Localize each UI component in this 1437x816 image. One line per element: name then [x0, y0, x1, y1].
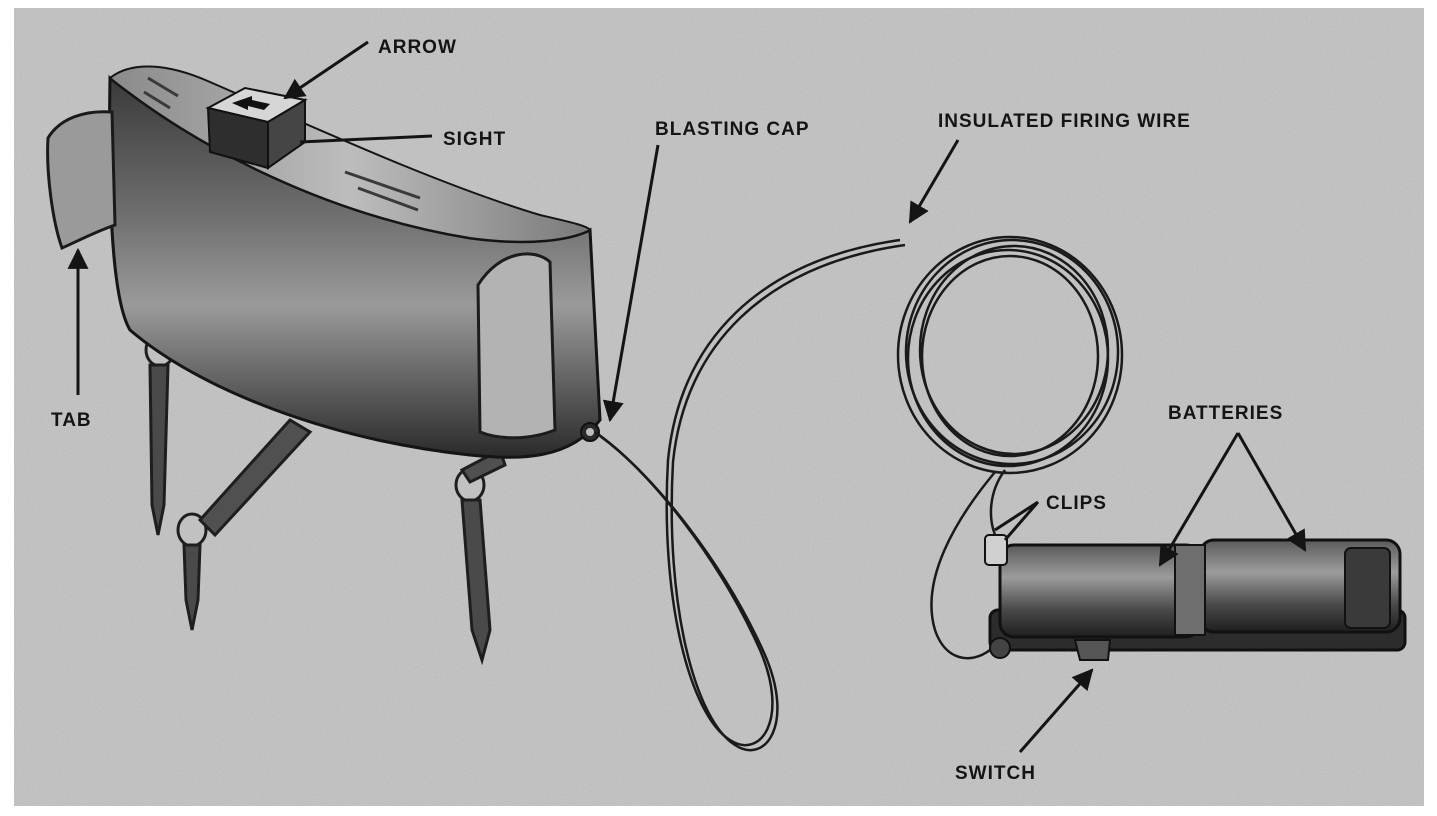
- battery-pack: [984, 534, 1407, 661]
- switch-lever: [1073, 639, 1112, 661]
- mine-tab: [46, 110, 117, 251]
- mine-illustration: [46, 65, 602, 666]
- batteries-leader-2: [1236, 432, 1307, 552]
- label-sight: SIGHT: [443, 129, 506, 150]
- sight: [205, 86, 308, 170]
- firing-wire: [594, 235, 1124, 752]
- embossed-lettering: [143, 76, 421, 212]
- leader-lines: [67, 40, 1307, 753]
- batteries-leader-1: [1158, 432, 1240, 567]
- blasting-cap-leader: [602, 144, 660, 423]
- label-clips: CLIPS: [1046, 493, 1107, 514]
- label-switch: SWITCH: [955, 763, 1036, 784]
- label-tab: TAB: [51, 410, 92, 431]
- label-batteries: BATTERIES: [1168, 403, 1283, 424]
- mine-end-pocket: [476, 252, 557, 440]
- battery-1: [998, 543, 1202, 639]
- labels: ARROW SIGHT BLASTING CAP INSULATED FIRIN…: [51, 37, 1283, 784]
- clips-leader-2: [1003, 501, 1040, 541]
- label-arrow: ARROW: [378, 37, 457, 58]
- switch-leader: [1018, 668, 1094, 753]
- arrow-mark-icon: [232, 96, 270, 110]
- sight-leader: [299, 134, 433, 144]
- label-blasting-cap: BLASTING CAP: [655, 119, 810, 140]
- clips-leader-1: [994, 500, 1039, 532]
- firing-wire-leader: [908, 139, 960, 224]
- mine-legs: [144, 332, 507, 666]
- clip: [984, 534, 1008, 566]
- arrow-leader: [283, 40, 369, 100]
- label-insulated-firing-wire: INSULATED FIRING WIRE: [938, 111, 1191, 132]
